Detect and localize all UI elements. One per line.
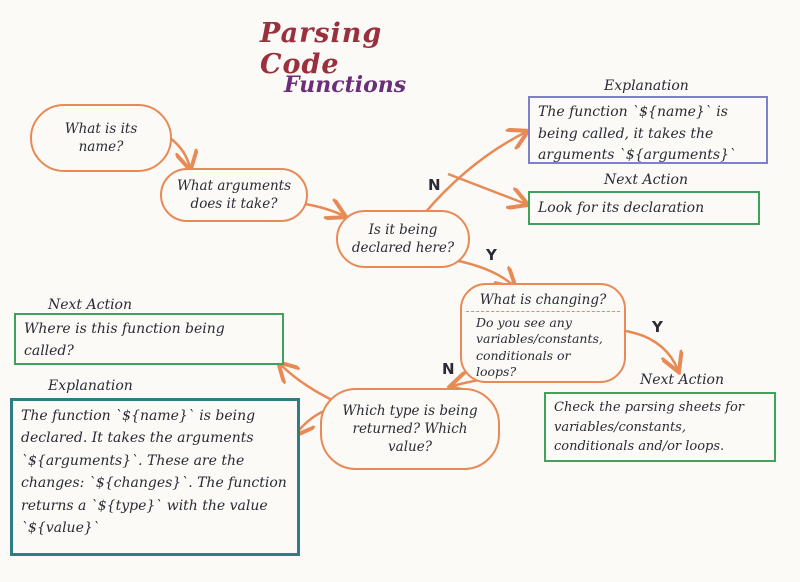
box-where-called: Where is this function being called?	[14, 313, 284, 365]
box-where-called-text: Where is this function being called?	[24, 321, 225, 359]
arrow-name-to-arguments	[169, 137, 190, 168]
box-check-sheets: Check the parsing sheets for variables/c…	[544, 392, 776, 462]
node-what-arguments-text: What arguments does it take?	[176, 177, 291, 212]
page-title: Parsing Code	[260, 18, 383, 80]
branch-y-declared: Y	[486, 246, 497, 264]
box-explain-called-text: The function `${name}` is being called, …	[538, 104, 736, 164]
node-which-type-text: Which type is being returned? Which valu…	[342, 402, 478, 456]
label-explanation-top: Explanation	[604, 78, 689, 94]
arrow-declared-to-look	[447, 172, 526, 204]
label-next-action-mid-right: Next Action	[604, 172, 689, 188]
node-what-changing: What is changing? Do you see any variabl…	[460, 283, 626, 383]
branch-n-changing: N	[442, 360, 455, 378]
label-explanation-left: Explanation	[48, 378, 133, 394]
arrow-declared-to-changing	[453, 258, 514, 286]
node-what-name-text: What is its name?	[64, 120, 138, 155]
label-next-action-bottom-right: Next Action	[640, 372, 725, 388]
branch-y-changing: Y	[652, 318, 663, 336]
node-divider	[466, 311, 620, 312]
arrow-type-to-where	[280, 364, 333, 402]
node-what-arguments: What arguments does it take?	[160, 168, 308, 222]
page-subtitle: Functions	[284, 72, 407, 98]
node-which-type: Which type is being returned? Which valu…	[320, 388, 500, 470]
arrow-changing-to-check	[619, 328, 678, 370]
box-explain-called: The function `${name}` is being called, …	[528, 96, 768, 164]
box-look-declaration-text: Look for its declaration	[538, 200, 705, 216]
box-explain-declared-text: The function `${name}` is being declared…	[21, 408, 287, 536]
arrow-declared-to-explanation	[423, 132, 526, 215]
box-explain-declared: The function `${name}` is being declared…	[10, 398, 300, 556]
node-see-any-text: Do you see any variables/constants, cond…	[476, 315, 603, 379]
node-what-name: What is its name?	[30, 104, 172, 172]
box-check-sheets-text: Check the parsing sheets for variables/c…	[554, 400, 744, 454]
box-look-declaration: Look for its declaration	[528, 191, 760, 225]
arrow-arguments-to-declared	[304, 204, 344, 216]
node-declared-here-text: Is it being declared here?	[351, 221, 455, 256]
branch-n-top: N	[428, 176, 441, 194]
node-what-changing-text: What is changing?	[479, 292, 607, 308]
node-declared-here: Is it being declared here?	[336, 210, 470, 268]
label-next-action-left: Next Action	[48, 297, 133, 313]
